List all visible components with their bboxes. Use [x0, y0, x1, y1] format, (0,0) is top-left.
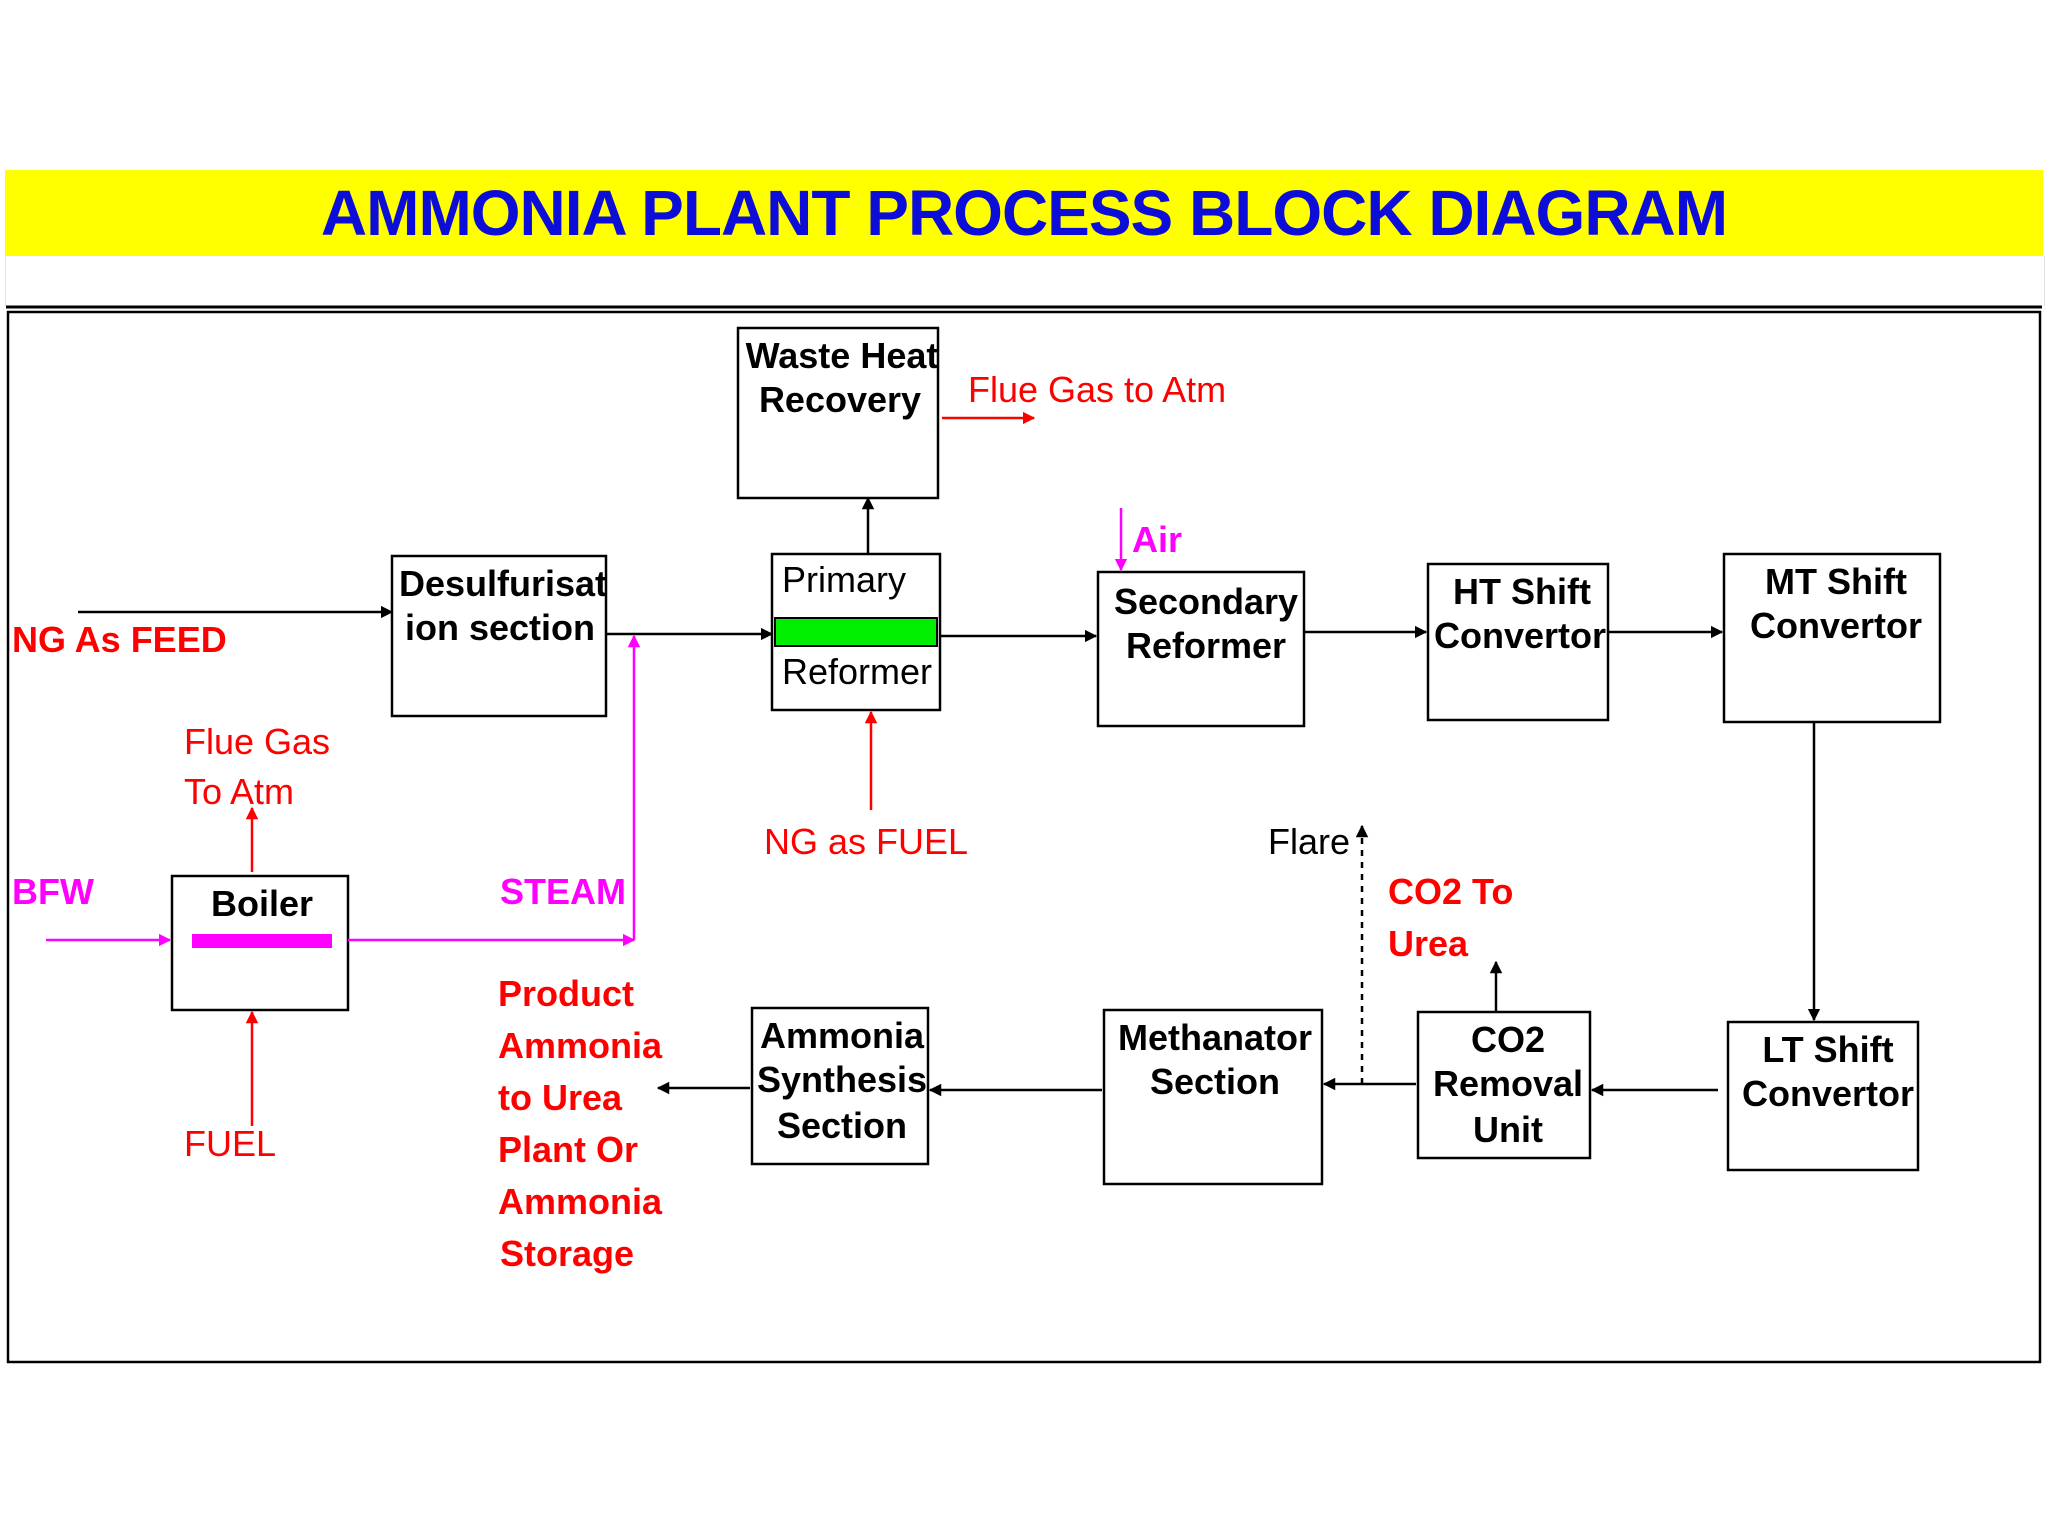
primary-reformer-label-1: Primary — [782, 559, 906, 600]
air-label: Air — [1132, 519, 1182, 560]
boiler-block: Boiler — [170, 874, 350, 1012]
reformer-tube-green — [774, 617, 938, 647]
ng-fuel-label-1: NG as — [764, 821, 866, 862]
co2-urea-label-2: Urea — [1388, 923, 1469, 964]
flare-label: Flare — [1268, 821, 1350, 862]
co2-removal-label-3: Unit — [1473, 1109, 1543, 1150]
bfw-label: BFW — [12, 871, 94, 912]
fuel-label: FUEL — [184, 1123, 276, 1164]
ammonia-synthesis-label-2: Synthesis — [757, 1059, 927, 1100]
lt-shift-label-1: LT Shift — [1762, 1029, 1893, 1070]
mt-shift-label-2: Convertor — [1750, 605, 1922, 646]
boiler-tube-magenta — [192, 934, 332, 948]
ht-shift-convertor-block: HT Shift Convertor — [1426, 562, 1610, 722]
diagram-frame — [6, 310, 2042, 1364]
co2-urea-label-1: CO2 To — [1388, 871, 1513, 912]
product-label-6: Storage — [500, 1233, 634, 1274]
co2-removal-label-2: Removal — [1433, 1063, 1583, 1104]
page-title: AMMONIA PLANT PROCESS BLOCK DIAGRAM — [320, 177, 1728, 249]
lt-shift-label-2: Convertor — [1742, 1073, 1914, 1114]
product-label-4: Plant Or — [498, 1129, 638, 1170]
ammonia-synthesis-label-3: Section — [777, 1105, 907, 1146]
mt-shift-label-1: MT Shift — [1765, 561, 1907, 602]
title-underband — [5, 256, 2045, 306]
ht-shift-label-2: Convertor — [1434, 615, 1606, 656]
methanator-label-1: Methanator — [1118, 1017, 1312, 1058]
methanator-label-2: Section — [1150, 1061, 1280, 1102]
product-ammonia-label: Product Ammonia to Urea Plant Or Ammonia… — [498, 973, 663, 1274]
primary-reformer-block: Primary Reformer — [770, 552, 942, 712]
secondary-reformer-label-1: Secondary — [1114, 581, 1298, 622]
co2-removal-unit-block: CO2 Removal Unit — [1416, 1010, 1592, 1160]
ammonia-synthesis-block: Ammonia Synthesis Section — [750, 1006, 930, 1166]
desulfurisation-label-1: Desulfurisat — [399, 563, 607, 604]
product-label-5: Ammonia — [498, 1181, 663, 1222]
flue-gas-atm-label: Flue Gas to Atm — [968, 369, 1226, 410]
secondary-reformer-block: Secondary Reformer — [1096, 570, 1306, 728]
lt-shift-convertor-block: LT Shift Convertor — [1726, 1020, 1920, 1172]
waste-heat-recovery-block: Waste Heat Recovery — [736, 326, 940, 500]
title-banner: AMMONIA PLANT PROCESS BLOCK DIAGRAM — [5, 170, 2043, 256]
ht-shift-label-1: HT Shift — [1453, 571, 1591, 612]
desulfurisation-label-2: ion section — [405, 607, 595, 648]
secondary-reformer-label-2: Reformer — [1126, 625, 1286, 666]
boiler-flue-gas-label-1: Flue Gas — [184, 721, 330, 762]
methanator-section-block: Methanator Section — [1102, 1008, 1324, 1186]
waste-heat-label-1: Waste Heat — [746, 335, 939, 376]
product-label-2: Ammonia — [498, 1025, 663, 1066]
ng-feed-label: NG As FEED — [12, 619, 227, 660]
mt-shift-convertor-block: MT Shift Convertor — [1722, 552, 1942, 724]
waste-heat-label-2: Recovery — [759, 379, 921, 420]
steam-label: STEAM — [500, 871, 626, 912]
co2-removal-label-1: CO2 — [1471, 1019, 1545, 1060]
boiler-label: Boiler — [211, 883, 313, 924]
boiler-flue-gas-label-2: To Atm — [184, 771, 294, 812]
product-label-3: to Urea — [498, 1077, 623, 1118]
ng-fuel-label-2: FUEL — [876, 821, 968, 862]
desulfurisation-block: Desulfurisat ion section — [390, 554, 608, 718]
product-label-1: Product — [498, 973, 634, 1014]
ammonia-synthesis-label-1: Ammonia — [760, 1015, 925, 1056]
primary-reformer-label-2: Reformer — [782, 651, 932, 692]
